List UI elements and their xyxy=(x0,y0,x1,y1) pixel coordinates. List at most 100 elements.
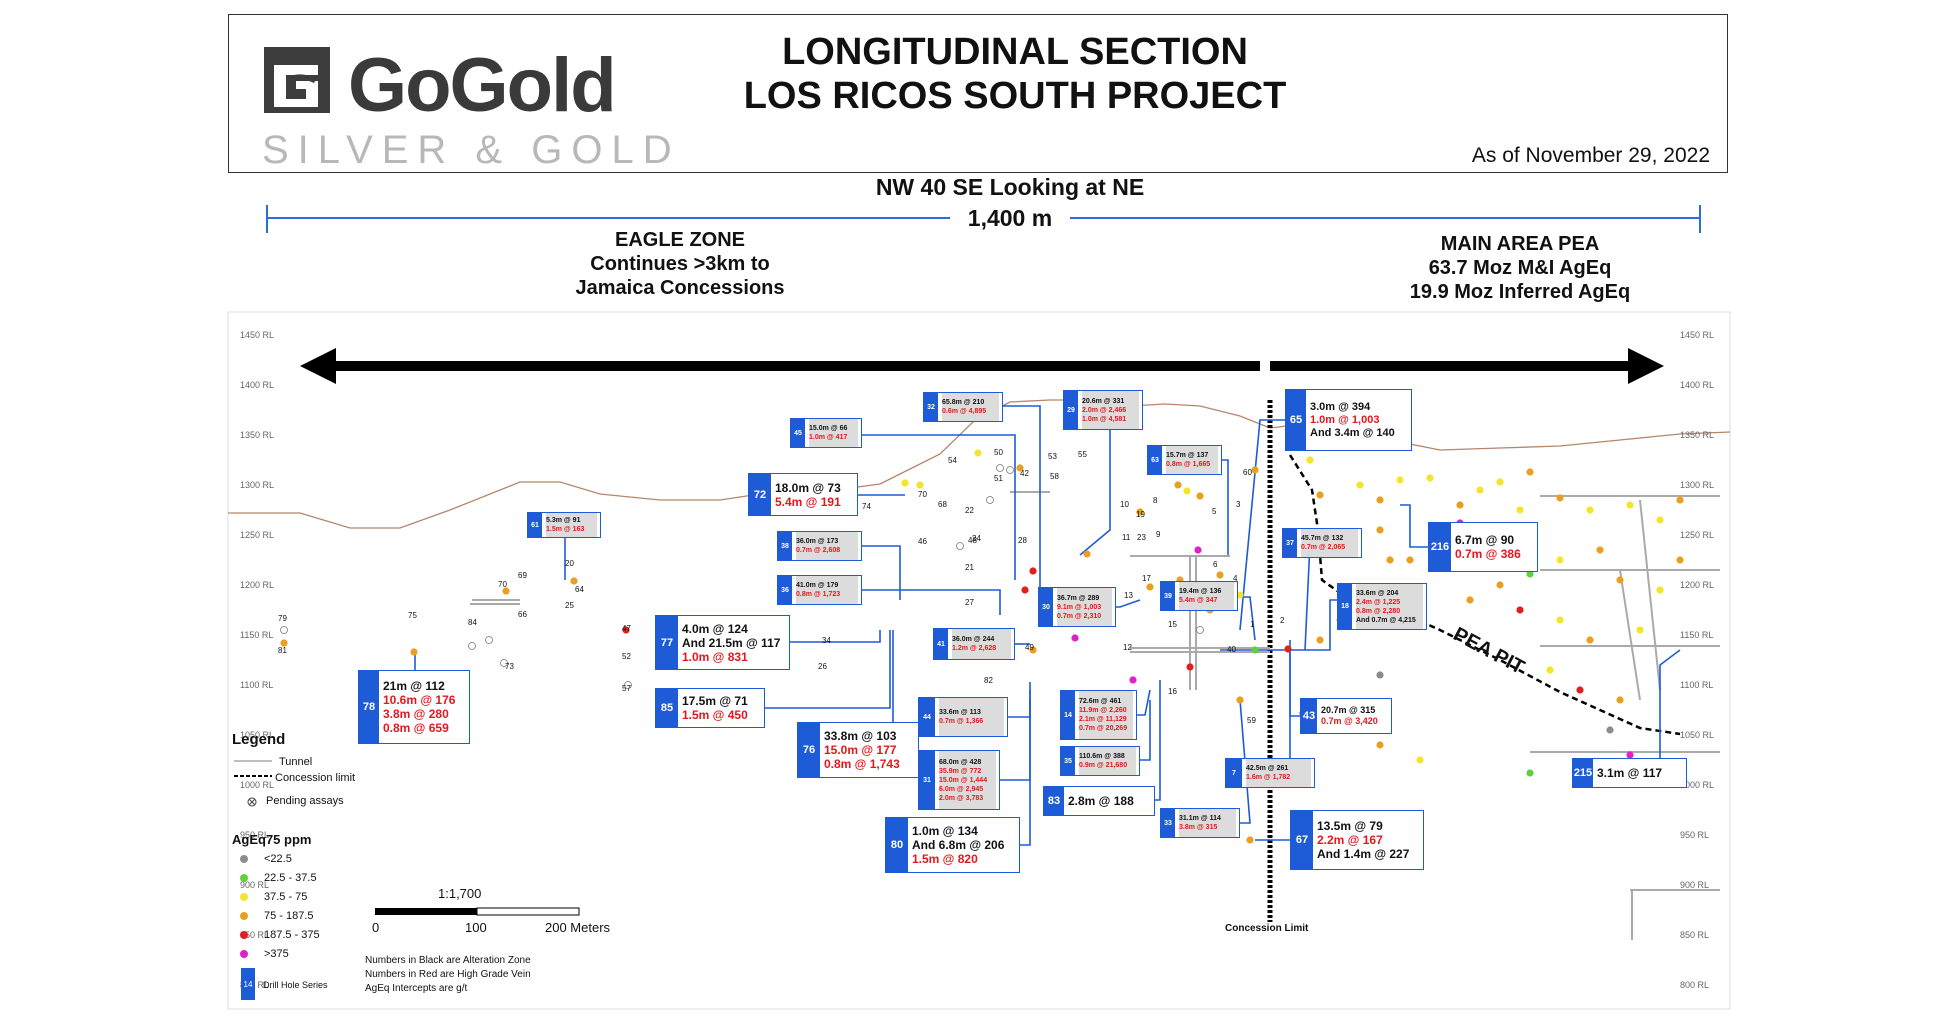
drillhole-number: 35 xyxy=(1061,747,1075,775)
leader-line xyxy=(1400,504,1428,548)
legend-swatch xyxy=(240,874,248,882)
legend-grade-row: 187.5 - 375 xyxy=(240,929,320,941)
main-area-mi: 63.7 Moz M&I AgEq xyxy=(1428,257,1612,279)
sample-dot xyxy=(570,577,578,585)
legend-grade-title: AgEq75 ppm xyxy=(232,832,312,847)
sample-dot xyxy=(1029,567,1037,575)
hole-number: 46 xyxy=(918,537,927,546)
drillhole-number: 76 xyxy=(798,723,820,777)
gogold-logo-icon xyxy=(262,45,334,122)
elevation-label-left: 950 RL xyxy=(240,830,270,840)
legend-series-swatch: 14 xyxy=(241,968,255,1000)
intercept-line: 0.8m @ 2,280 xyxy=(1356,607,1401,615)
hole-number: 53 xyxy=(1048,452,1057,461)
sample-dot xyxy=(1194,546,1202,554)
intercept-line: 2.1m @ 11,129 xyxy=(1079,716,1127,723)
elevation-label-right: 1350 RL xyxy=(1680,430,1715,440)
scale-tick-200: 200 Meters xyxy=(545,920,611,935)
elevation-label-right: 1100 RL xyxy=(1680,680,1714,690)
elevation-label-right: 950 RL xyxy=(1680,830,1710,840)
elevation-label-left: 1350 RL xyxy=(240,430,275,440)
sample-dot xyxy=(1376,671,1384,679)
drillhole-number: 77 xyxy=(656,616,678,669)
legend-grade-label: 22.5 - 37.5 xyxy=(264,872,317,884)
hole-number: 48 xyxy=(968,536,977,545)
elevation-label-left: 1100 RL xyxy=(240,680,274,690)
drillhole-number: 37 xyxy=(1283,529,1297,557)
intercept-line: 6.7m @ 90 xyxy=(1455,533,1515,547)
intercept-line: And 3.4m @ 140 xyxy=(1310,426,1395,439)
intercept-line: 9.1m @ 1,003 xyxy=(1057,603,1102,611)
drillhole-number: 39 xyxy=(1161,582,1175,610)
leader-line xyxy=(1137,689,1151,716)
drillhole-number: 67 xyxy=(1291,811,1313,869)
sample-dot xyxy=(1356,481,1364,489)
drillhole-number: 61 xyxy=(528,513,542,537)
intercept-line: 20.6m @ 331 xyxy=(1082,397,1125,405)
sample-dot xyxy=(502,587,510,595)
leader-line xyxy=(1289,650,1300,717)
hole-number: 24 xyxy=(972,534,981,543)
intercept-line: 2.0m @ 2,466 xyxy=(1082,406,1127,414)
intercept-line: 1.0m @ 1,003 xyxy=(1310,413,1380,426)
hole-number: 42 xyxy=(1020,469,1029,478)
intercept-line: 65.8m @ 210 xyxy=(942,399,985,406)
drillhole-number: 36 xyxy=(778,576,792,604)
hole-number: 50 xyxy=(994,448,1003,457)
hole-number: 59 xyxy=(1247,716,1256,725)
page-title: LONGITUDINAL SECTION LOS RICOS SOUTH PRO… xyxy=(700,30,1330,118)
legend-grade-label: >375 xyxy=(264,948,289,960)
legend-grade-row: 37.5 - 75 xyxy=(240,891,307,903)
sample-dot xyxy=(1476,486,1484,494)
leader-line xyxy=(1079,409,1143,556)
scale-tick-100: 100 xyxy=(465,920,487,935)
intercept-line: 0.7m @ 2,608 xyxy=(796,547,841,554)
intercept-line: 13.5m @ 79 xyxy=(1317,819,1383,833)
intercept-line: 0.7m @ 2,310 xyxy=(1057,612,1102,620)
scale-ratio: 1:1,700 xyxy=(438,886,482,901)
hole-number: 81 xyxy=(278,646,287,655)
sample-dot xyxy=(1456,501,1464,509)
elevation-label-right: 1250 RL xyxy=(1680,530,1715,540)
hole-number: 55 xyxy=(1078,450,1087,459)
drillhole-number: 85 xyxy=(656,689,678,727)
pending-assay-icon xyxy=(624,681,632,689)
leader-line xyxy=(862,589,1001,615)
sample-dot xyxy=(1676,496,1684,504)
elevation-label-right: 1000 RL xyxy=(1680,780,1715,790)
hole-number: 8 xyxy=(1153,496,1158,505)
intercept-line: 1.0m @ 4,581 xyxy=(1082,415,1127,423)
intercept-line: 2.0m @ 3,783 xyxy=(939,794,984,802)
sample-dot xyxy=(1526,468,1534,476)
sample-dot xyxy=(1596,546,1604,554)
elevation-label-right: 1200 RL xyxy=(1680,580,1715,590)
sample-dot xyxy=(622,626,630,634)
intercept-line: And 6.8m @ 206 xyxy=(912,838,1005,852)
intercept-line: 0.8m @ 1,743 xyxy=(824,757,900,771)
leader-line xyxy=(1155,680,1161,801)
intercept-line: 3.8m @ 280 xyxy=(383,707,449,721)
intercept-line: 18.0m @ 73 xyxy=(775,480,841,495)
eagle-zone-note-2: Jamaica Concessions xyxy=(575,277,785,299)
hole-number: 66 xyxy=(518,610,527,619)
elevation-label-left: 1200 RL xyxy=(240,580,275,590)
legend-grade-label: 75 - 187.5 xyxy=(264,910,314,922)
intercept-line: And 1.4m @ 227 xyxy=(1317,847,1410,861)
intercept-line: 1.5m @ 163 xyxy=(546,526,585,533)
sample-dot xyxy=(1236,591,1244,599)
